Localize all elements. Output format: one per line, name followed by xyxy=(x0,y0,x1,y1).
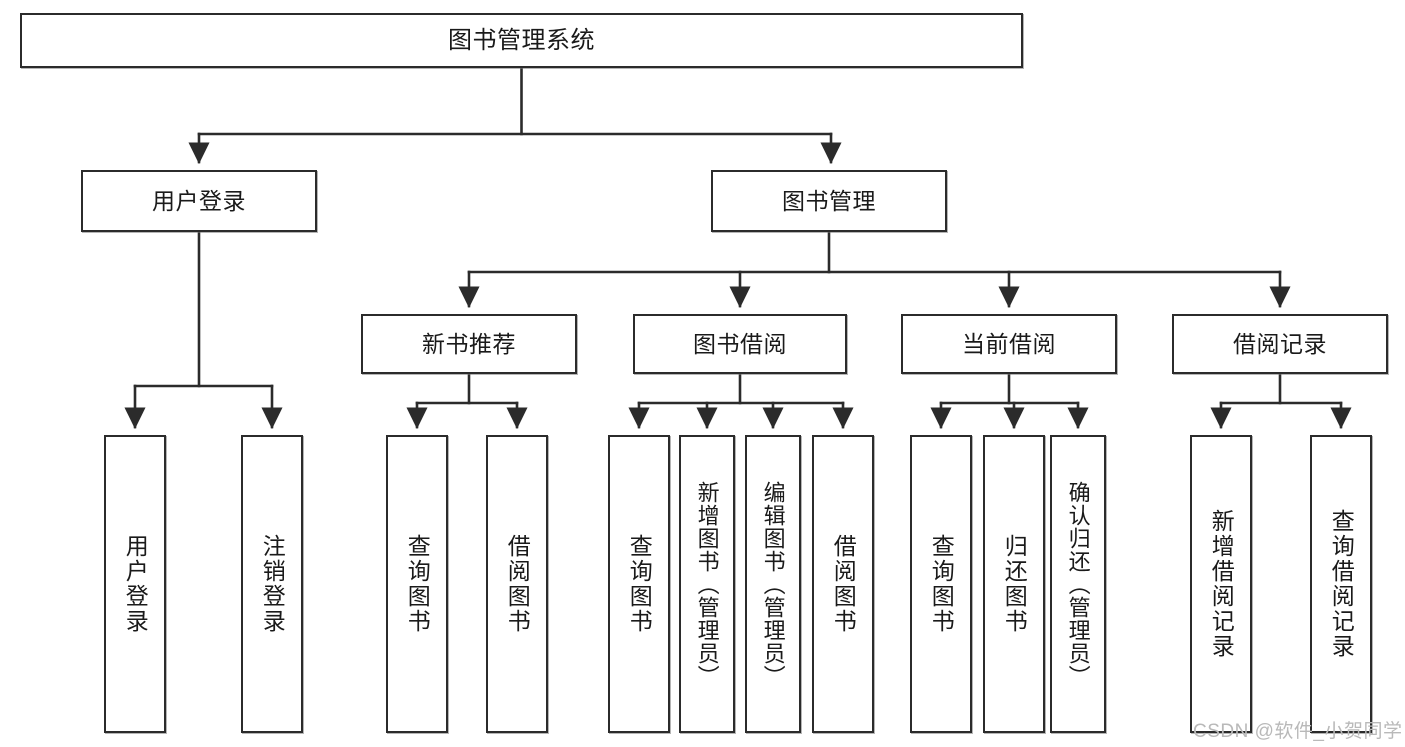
leaf-query-book-current-label: 查询图书 xyxy=(928,534,955,634)
leaf-query-borrow-record-label: 查询借阅记录 xyxy=(1328,509,1355,659)
leaf-add-book[interactable]: 新增图书（管理员） xyxy=(679,435,735,733)
node-borrow-record[interactable]: 借阅记录 xyxy=(1172,314,1388,374)
leaf-confirm-return-label: 确认归还（管理员） xyxy=(1065,480,1091,688)
node-current-borrow[interactable]: 当前借阅 xyxy=(901,314,1117,374)
leaf-edit-book-label: 编辑图书（管理员） xyxy=(760,480,786,688)
leaf-user-login-label: 用户登录 xyxy=(122,534,149,634)
leaf-query-book-borrow-label: 查询图书 xyxy=(626,534,653,634)
leaf-user-logout-label: 注销登录 xyxy=(259,534,286,634)
node-borrow-record-label: 借阅记录 xyxy=(1233,330,1327,357)
leaf-query-book-recommend-label: 查询图书 xyxy=(404,534,431,634)
node-new-book-recommend[interactable]: 新书推荐 xyxy=(361,314,577,374)
leaf-query-book-borrow[interactable]: 查询图书 xyxy=(608,435,670,733)
leaf-query-book-current[interactable]: 查询图书 xyxy=(910,435,972,733)
node-root[interactable]: 图书管理系统 xyxy=(20,13,1023,68)
leaf-borrow-book-recommend-label: 借阅图书 xyxy=(504,534,531,634)
node-new-book-recommend-label: 新书推荐 xyxy=(422,330,516,357)
leaf-query-borrow-record[interactable]: 查询借阅记录 xyxy=(1310,435,1372,733)
leaf-return-book-label: 归还图书 xyxy=(1001,534,1028,634)
leaf-return-book[interactable]: 归还图书 xyxy=(983,435,1045,733)
leaf-borrow-book-recommend[interactable]: 借阅图书 xyxy=(486,435,548,733)
leaf-user-login[interactable]: 用户登录 xyxy=(104,435,166,733)
leaf-query-book-recommend[interactable]: 查询图书 xyxy=(386,435,448,733)
leaf-add-borrow-record-label: 新增借阅记录 xyxy=(1208,509,1235,659)
node-user-login-label: 用户登录 xyxy=(152,187,246,214)
node-user-login[interactable]: 用户登录 xyxy=(81,170,317,232)
leaf-add-book-label: 新增图书（管理员） xyxy=(694,480,720,688)
leaf-borrow-book-borrow-label: 借阅图书 xyxy=(830,534,857,634)
node-book-borrow-label: 图书借阅 xyxy=(693,330,787,357)
leaf-confirm-return[interactable]: 确认归还（管理员） xyxy=(1050,435,1106,733)
node-book-manage-label: 图书管理 xyxy=(782,187,876,214)
leaf-edit-book[interactable]: 编辑图书（管理员） xyxy=(745,435,801,733)
node-current-borrow-label: 当前借阅 xyxy=(962,330,1056,357)
leaf-borrow-book-borrow[interactable]: 借阅图书 xyxy=(812,435,874,733)
node-root-label: 图书管理系统 xyxy=(448,26,595,54)
csdn-watermark: CSDN @软件_小贺同学 xyxy=(1193,721,1403,742)
leaf-user-logout[interactable]: 注销登录 xyxy=(241,435,303,733)
node-book-borrow[interactable]: 图书借阅 xyxy=(633,314,847,374)
leaf-add-borrow-record[interactable]: 新增借阅记录 xyxy=(1190,435,1252,733)
node-book-manage[interactable]: 图书管理 xyxy=(711,170,947,232)
